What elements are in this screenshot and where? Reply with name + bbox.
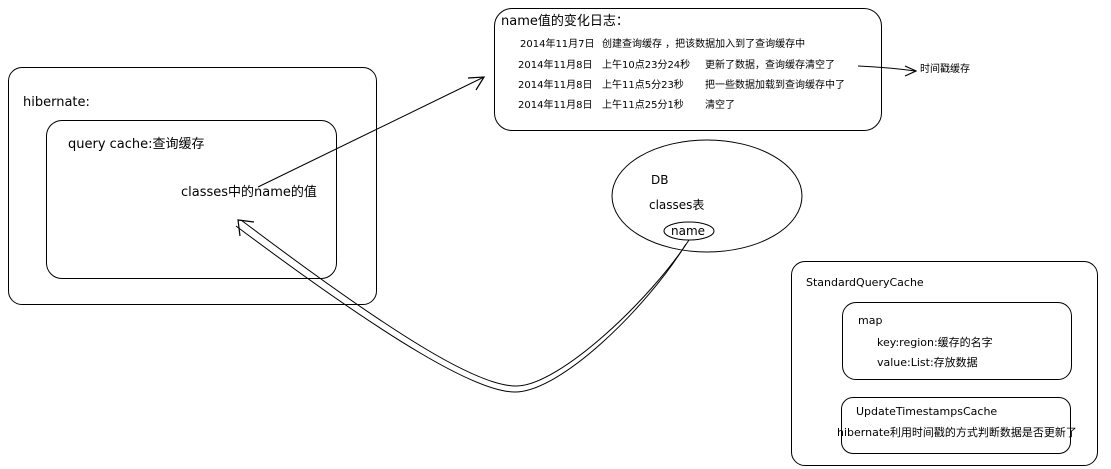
query-cache-title: query cache:查询缓存 bbox=[68, 137, 205, 152]
log-entry-time: 上午10点23分24秒 bbox=[602, 60, 691, 71]
query-cache-box bbox=[46, 120, 337, 279]
log-entry-time: 上午11点5分23秒 bbox=[602, 80, 684, 91]
map-key: key:region:缓存的名字 bbox=[877, 336, 993, 349]
standard-query-cache-title: StandardQueryCache bbox=[806, 276, 924, 289]
entry-to-log-arrowhead bbox=[467, 76, 486, 91]
log-entry-desc: 更新了数据，查询缓存清空了 bbox=[705, 60, 835, 71]
map-box bbox=[842, 302, 1072, 380]
log-entry-date: 2014年11月8日 bbox=[518, 80, 593, 91]
db-title: DB bbox=[651, 173, 669, 187]
update-timestamps-title: UpdateTimestampsCache bbox=[856, 405, 998, 418]
log-entry-date: 2014年11月8日 bbox=[518, 60, 593, 71]
log-entry-desc: 清空了 bbox=[705, 100, 735, 111]
timestamp-cache-annotation: 时间戳缓存 bbox=[920, 64, 970, 75]
update-timestamps-desc: hibernate利用时间戳的方式判断数据是否更新了 bbox=[837, 426, 1077, 439]
db-ellipse bbox=[611, 139, 803, 253]
db-table: classes表 bbox=[649, 198, 705, 212]
log-entry-desc: 创建查询缓存 ，把该数据加入到了查询缓存中 bbox=[602, 39, 806, 50]
log-entry-desc: 把一些数据加载到查询缓存中了 bbox=[705, 80, 845, 91]
query-cache-entry: classes中的name的值 bbox=[181, 185, 317, 200]
map-title: map bbox=[858, 314, 883, 327]
map-value: value:List:存放数据 bbox=[877, 356, 978, 369]
change-log-title: name值的变化日志： bbox=[501, 14, 629, 29]
update-timestamps-box bbox=[841, 397, 1071, 454]
hibernate-title: hibernate: bbox=[23, 95, 90, 110]
log-entry-time: 上午11点25分1秒 bbox=[602, 100, 684, 111]
log-entry-date: 2014年11月8日 bbox=[518, 100, 593, 111]
db-column: name bbox=[671, 224, 706, 238]
standard-query-cache-box bbox=[791, 261, 1098, 466]
log-to-annotation-arrowhead bbox=[904, 65, 918, 77]
log-entry-date: 2014年11月7日 bbox=[520, 39, 595, 50]
